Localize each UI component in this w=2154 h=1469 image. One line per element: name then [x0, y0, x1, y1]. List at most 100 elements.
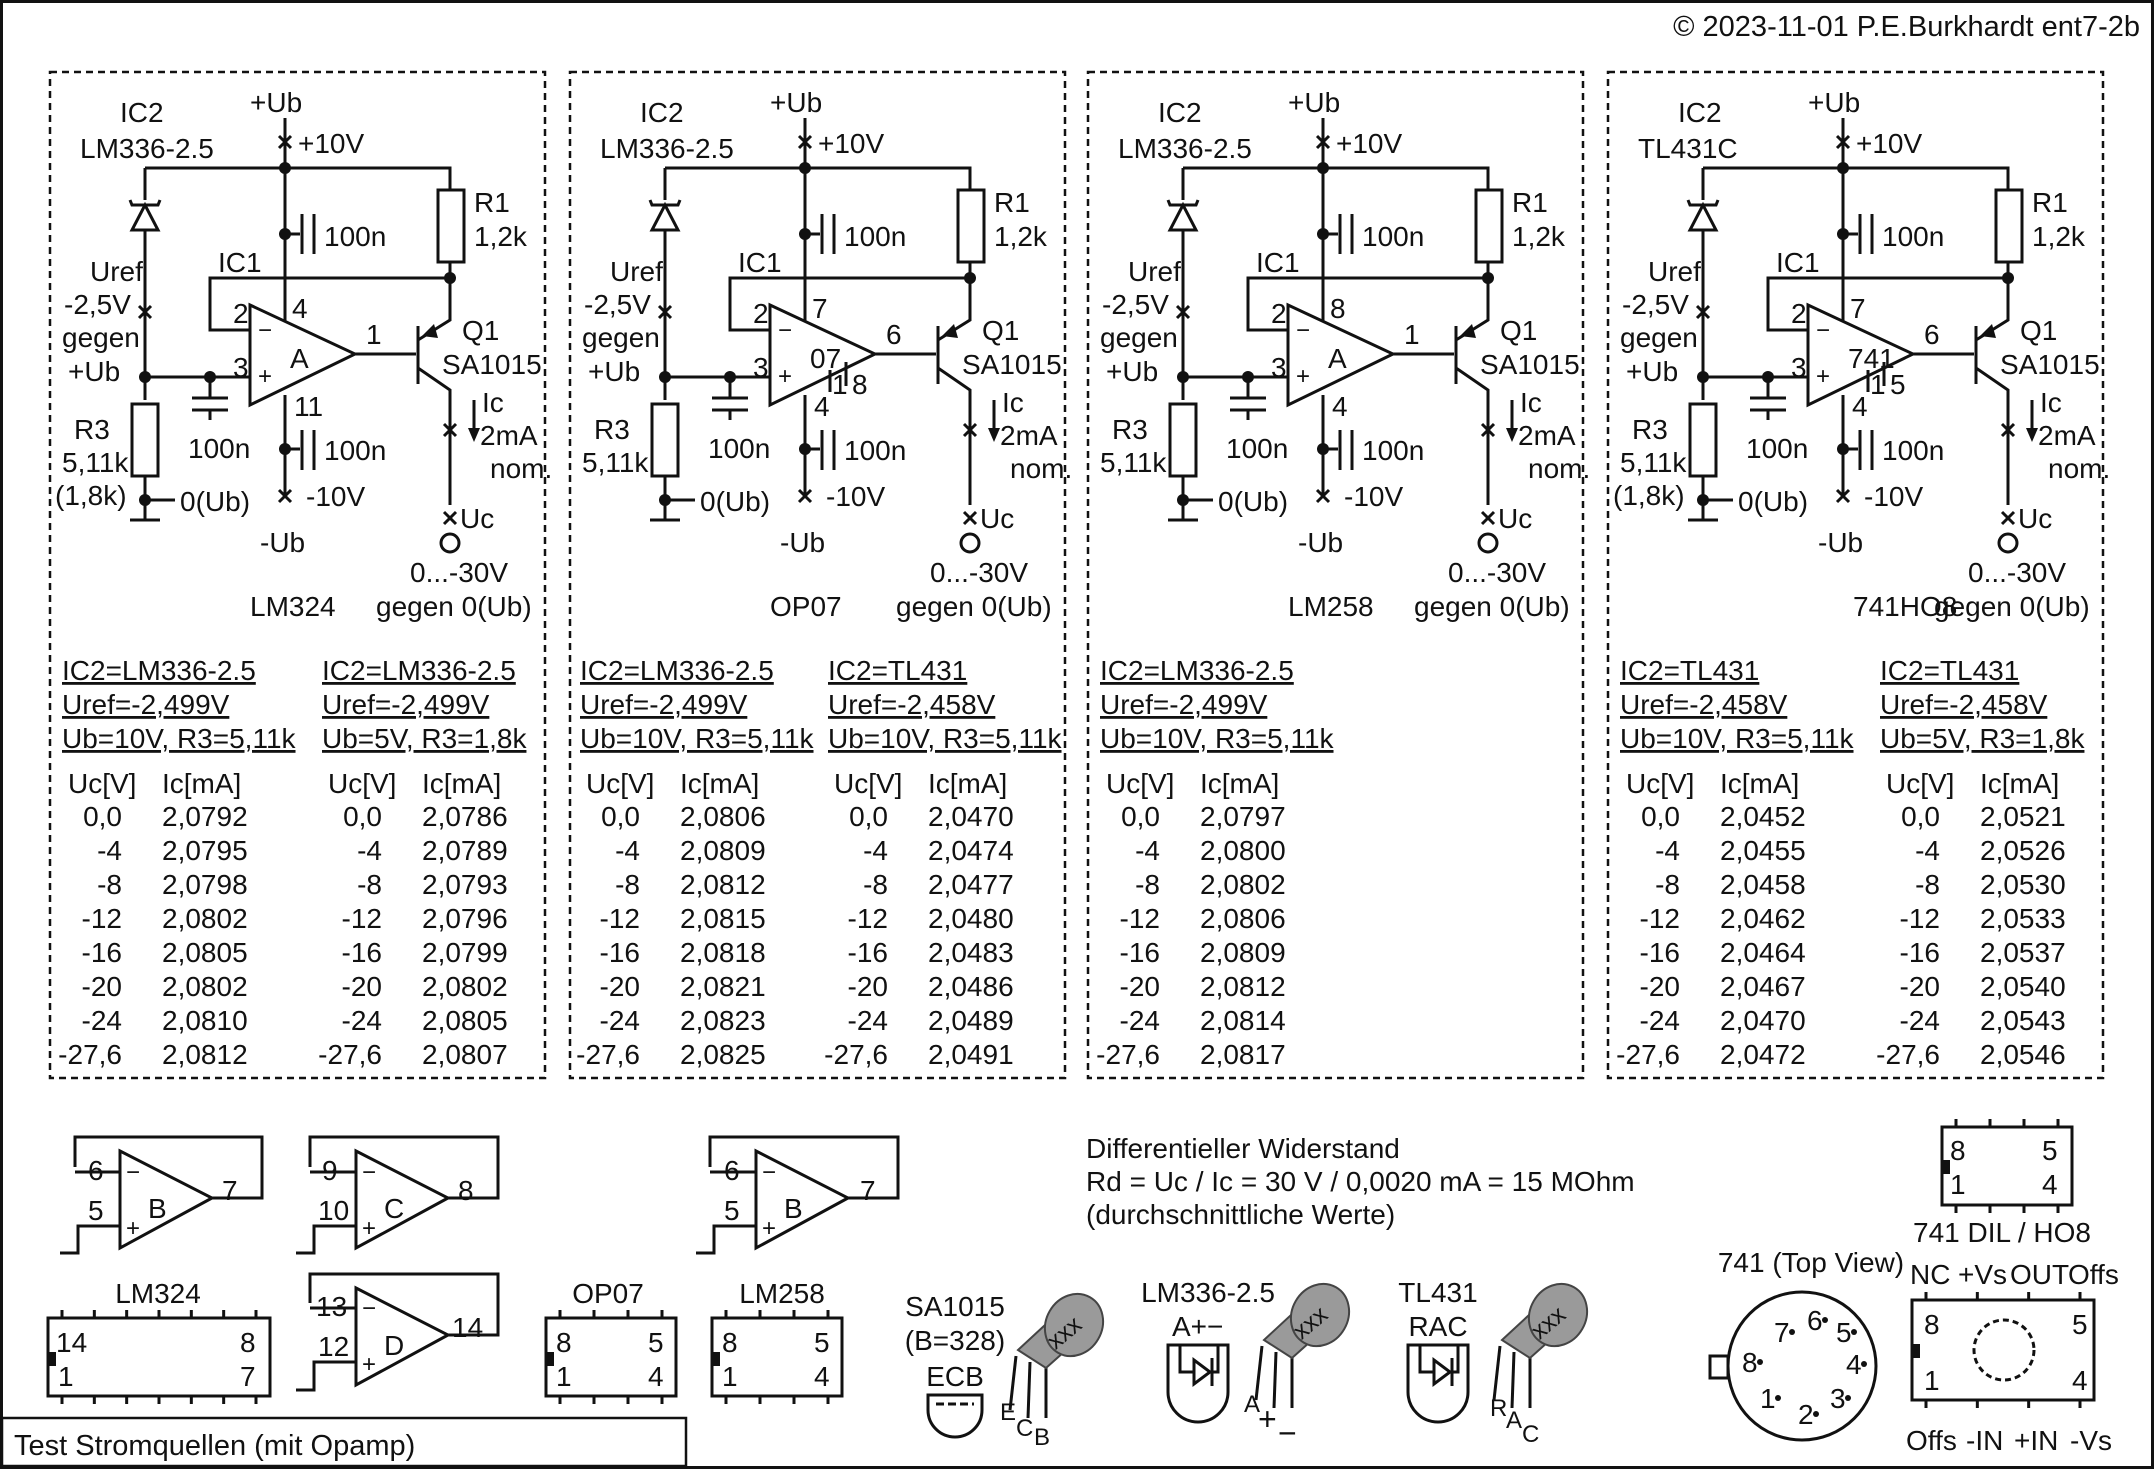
r1-value: 1,2k	[2032, 221, 2086, 252]
opamp-b2-plus-sign: +	[762, 1215, 776, 1242]
sa1015-pin-c: C	[1016, 1415, 1033, 1442]
ic1-pin-inv: 2	[753, 298, 769, 329]
opamp-c-lm324: 9 10 8 C − +	[296, 1135, 500, 1255]
ic1-minus-sign: −	[1296, 317, 1310, 344]
table-cell-uc: -20	[600, 971, 640, 1002]
q1-collector	[1455, 366, 1490, 430]
741-dil-bot-in-plus: +IN	[2014, 1425, 2058, 1456]
can-pin-dot	[1813, 1411, 1819, 1417]
r1-label: R1	[994, 187, 1030, 218]
op07-pin-4: 4	[648, 1361, 664, 1392]
table-cell-ic: 2,0792	[162, 801, 248, 832]
ic1-pin-vn: 4	[1332, 391, 1348, 422]
opamp-b-plus-sign: +	[126, 1215, 140, 1242]
table-cell-ic: 2,0823	[680, 1005, 766, 1036]
ic1-plus-sign: +	[778, 363, 792, 390]
uref-gegen: gegen	[62, 322, 140, 353]
vminus-value: -10V	[1864, 481, 1923, 512]
table-col-uc: Uc[V]	[328, 768, 396, 799]
table-cell-uc: -24	[82, 1005, 122, 1036]
sa1015-pin-order: ECB	[926, 1361, 984, 1392]
741-dil-pin-4: 4	[2072, 1365, 2088, 1396]
vplus-label: +Ub	[770, 87, 822, 118]
can-pin-label: 8	[1742, 1347, 1758, 1378]
ic-arrow-head	[2026, 428, 2038, 442]
table-header-line: Ub=10V, R3=5,11k	[62, 723, 297, 754]
r1-label: R1	[2032, 187, 2068, 218]
dip8-tr-pin-4: 4	[2042, 1169, 2058, 1200]
uref-value: -2,5V	[64, 289, 131, 320]
table-cell-uc: 0,0	[1121, 801, 1160, 832]
dip8-tr-pin-5: 5	[2042, 1135, 2058, 1166]
table-cell-uc: -27,6	[58, 1039, 122, 1070]
table-cell-ic: 2,0806	[1200, 903, 1286, 934]
uref-value: -2,5V	[1102, 289, 1169, 320]
table-cell-uc: -16	[1900, 937, 1940, 968]
ic-label: Ic	[482, 387, 504, 418]
junction-dot	[659, 371, 671, 383]
dip8-tr-pin-1: 1	[1950, 1169, 1966, 1200]
table-col-uc: Uc[V]	[68, 768, 136, 799]
junction-dot	[139, 371, 151, 383]
ic2-part: LM336-2.5	[1118, 133, 1252, 164]
ic1-pin-offs-b: 5	[1890, 369, 1906, 400]
table-cell-uc: -24	[848, 1005, 888, 1036]
cap-bottom-value: 100n	[1882, 435, 1944, 466]
table-cell-ic: 2,0491	[928, 1039, 1014, 1070]
table-header-line: Ub=5V, R3=1,8k	[1880, 723, 2085, 754]
circuit-panel-1: +Ub+10V100nIC2LM336-2.5Uref-2,5Vgegen+Ub…	[48, 70, 552, 1080]
lm336-pin-minus: −	[1278, 1415, 1297, 1451]
ic1-pin-vp: 7	[1850, 293, 1866, 324]
r3-label: R3	[594, 414, 630, 445]
sa1015-outline	[926, 1393, 984, 1439]
can-pin-dot	[1861, 1361, 1867, 1367]
opamp-ic1	[768, 302, 879, 408]
opamp-b-lm324: 6 5 7 B − +	[60, 1135, 264, 1255]
table-cell-uc: -16	[82, 937, 122, 968]
table-cell-ic: 2,0797	[1200, 801, 1286, 832]
uc-label: Uc	[460, 503, 494, 534]
table-cell-uc: -12	[342, 903, 382, 934]
ic1-minus-sign: −	[778, 317, 792, 344]
uc-terminal	[1997, 532, 2019, 554]
junction-dot	[1177, 371, 1189, 383]
table-cell-ic: 2,0802	[162, 971, 248, 1002]
panel-border	[568, 70, 1067, 1080]
table-cell-ic: 2,0543	[1980, 1005, 2066, 1036]
opamp-b2-minus-sign: −	[762, 1159, 776, 1186]
junction-dot	[799, 443, 811, 455]
table-cell-uc: -8	[1655, 869, 1680, 900]
uref-plus-ub: +Ub	[68, 356, 120, 387]
can-pin-label: 6	[1807, 1305, 1823, 1336]
741-top-view-label: 741 (Top View)	[1718, 1247, 1904, 1278]
741-dil-notch	[1912, 1344, 1920, 1358]
ic1-pin-out: 1	[1404, 319, 1420, 350]
opamp-b-label: B	[148, 1193, 167, 1224]
table-col-ic: Ic[mA]	[680, 768, 759, 799]
table-cell-uc: 0,0	[1901, 801, 1940, 832]
r3-resistor	[1688, 402, 1718, 478]
table-cell-ic: 2,0480	[928, 903, 1014, 934]
feedback-wire	[1766, 276, 2008, 332]
r1-resistor	[956, 188, 986, 264]
table-col-ic: Ic[mA]	[1200, 768, 1279, 799]
zener-bar	[1166, 199, 1200, 207]
table-cell-ic: 2,0537	[1980, 937, 2066, 968]
q1-collector	[937, 366, 972, 430]
node-cross	[797, 134, 813, 150]
uc-label: Uc	[980, 503, 1014, 534]
tl431-pinout: TL431 RAC xxx R A C	[1398, 1277, 1589, 1448]
lm324-pin-1: 1	[58, 1361, 74, 1392]
table-cell-uc: -12	[1640, 903, 1680, 934]
table-cell-ic: 2,0793	[422, 869, 508, 900]
table-cell-ic: 2,0458	[1720, 869, 1806, 900]
ic-nom: nom.	[2048, 453, 2110, 484]
sa1015-label: SA1015	[905, 1291, 1005, 1322]
table-cell-uc: -4	[1135, 835, 1160, 866]
op07-notch	[546, 1352, 554, 1366]
ic-value: 2mA	[480, 420, 538, 451]
top-rail	[1703, 166, 2010, 190]
table-cell-uc: -4	[1915, 835, 1940, 866]
